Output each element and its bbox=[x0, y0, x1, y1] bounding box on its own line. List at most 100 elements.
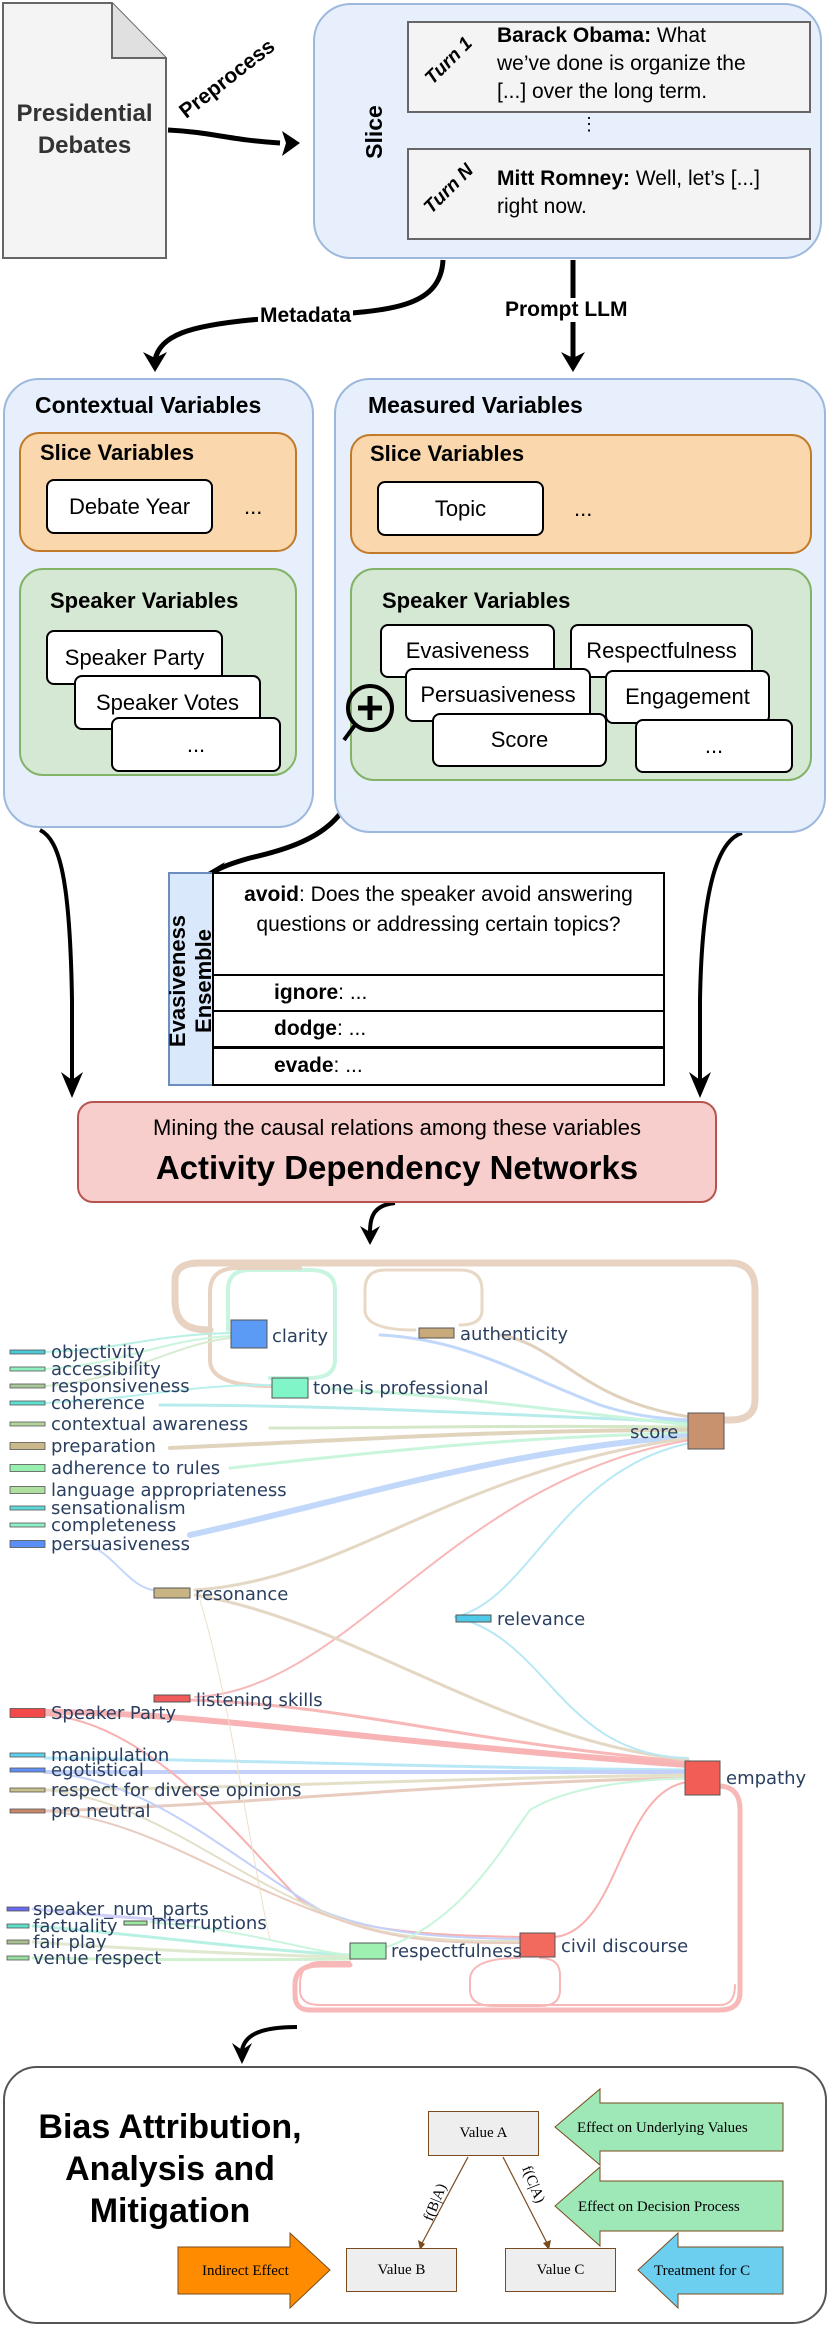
prompt-text: : Does the speaker avoid answering quest… bbox=[256, 883, 633, 936]
bias-title-line: Analysis and bbox=[65, 2150, 275, 2188]
arrow-effect-decision-process bbox=[554, 2165, 784, 2248]
network-edge bbox=[194, 1439, 691, 1698]
network-edge bbox=[44, 1332, 231, 1353]
node-clarity[interactable] bbox=[230, 1319, 268, 1349]
network-edge bbox=[226, 1268, 337, 1380]
legend-label: coherence bbox=[51, 1393, 145, 1414]
network-edge bbox=[44, 1810, 521, 1944]
adn-to-network-arrow bbox=[368, 1201, 396, 1233]
node-label: interruptions bbox=[151, 1913, 267, 1934]
variable-chip-more[interactable]: ... bbox=[635, 719, 793, 773]
network-edge bbox=[228, 1431, 692, 1470]
legend-swatch bbox=[6, 1955, 30, 1961]
legend-swatch bbox=[9, 1752, 46, 1758]
turn-text-line: right now. bbox=[497, 195, 587, 218]
network-edge bbox=[498, 1333, 692, 1419]
prompt-key: dodge bbox=[274, 1017, 337, 1040]
network-edge bbox=[31, 1907, 197, 1923]
turn-text-line: Well, let’s [...] bbox=[630, 167, 760, 190]
doc-label-line2: Debates bbox=[37, 132, 132, 159]
network-edge bbox=[328, 1387, 692, 1427]
variable-chip-more[interactable]: ... bbox=[111, 717, 281, 772]
variable-chip-debate-year[interactable]: Debate Year bbox=[46, 479, 213, 534]
node-respectfulness[interactable] bbox=[349, 1942, 387, 1960]
network-edge bbox=[44, 1337, 231, 1387]
contextual-slice-variables-title: Slice Variables bbox=[40, 440, 195, 465]
network-edge bbox=[208, 1266, 302, 1388]
node-tone-is-professional[interactable] bbox=[271, 1377, 309, 1399]
network-edge bbox=[44, 1771, 521, 1940]
network-edge bbox=[31, 1924, 352, 1957]
node-interruptions[interactable] bbox=[123, 1920, 148, 1926]
network-edge bbox=[469, 1957, 561, 2007]
network-edge bbox=[454, 1442, 691, 1618]
bias-title: Bias Attribution, Analysis and Mitigatio… bbox=[20, 2106, 320, 2232]
legend-label: factuality bbox=[33, 1916, 118, 1937]
legend-label: responsiveness bbox=[51, 1376, 190, 1397]
arrow-treatment-for-c bbox=[637, 2231, 784, 2310]
network-edge bbox=[171, 1259, 759, 1424]
node-authenticity[interactable] bbox=[418, 1327, 455, 1339]
legend-swatch bbox=[9, 1505, 46, 1511]
network-edge bbox=[454, 1616, 689, 1759]
zoom-in-icon[interactable] bbox=[338, 678, 398, 748]
more-slice-vars: ... bbox=[244, 494, 263, 519]
node-score[interactable] bbox=[687, 1412, 725, 1450]
ensemble-row-avoid: avoid: Does the speaker avoid answering … bbox=[212, 872, 665, 976]
variable-chip-score[interactable]: Score bbox=[432, 713, 607, 767]
arrow-label-indirect: Indirect Effect bbox=[202, 2263, 290, 2279]
adn-box: Mining the causal relations among these … bbox=[77, 1101, 717, 1203]
legend-swatch bbox=[9, 1442, 46, 1450]
value-a-box: Value A bbox=[428, 2111, 539, 2156]
measured-slice-variables-title: Slice Variables bbox=[370, 441, 525, 466]
node-label: respectfulness bbox=[391, 1941, 522, 1962]
network-edge bbox=[43, 1773, 690, 1792]
network-edge bbox=[199, 1599, 271, 1941]
network-edge bbox=[31, 1956, 352, 1962]
legend-swatch bbox=[9, 1522, 46, 1528]
prompt-text: : ... bbox=[338, 981, 368, 1004]
turn-1-box bbox=[407, 21, 811, 113]
measured-speaker-variables-title: Speaker Variables bbox=[382, 588, 571, 613]
legend-swatch bbox=[9, 1767, 46, 1773]
metadata-label: Metadata bbox=[258, 304, 354, 328]
network-edge bbox=[31, 1940, 352, 1959]
network-edge bbox=[44, 1789, 521, 1942]
network-edge bbox=[44, 1335, 231, 1370]
node-label: clarity bbox=[272, 1326, 328, 1347]
node-civil-discourse[interactable] bbox=[519, 1932, 556, 1958]
node-label: empathy bbox=[726, 1768, 807, 1789]
node-label: score bbox=[630, 1422, 678, 1443]
variable-chip-respectfulness[interactable]: Respectfulness bbox=[570, 624, 753, 678]
prompt-key: evade bbox=[274, 1054, 334, 1077]
legend-swatch bbox=[9, 1366, 46, 1372]
network-edge bbox=[42, 1709, 691, 1768]
legend-swatch bbox=[9, 1400, 46, 1406]
node-resonance[interactable] bbox=[153, 1587, 191, 1599]
prompt-text: : ... bbox=[337, 1017, 367, 1040]
contextual-variables-title: Contextual Variables bbox=[35, 392, 262, 418]
bias-title-line: Bias Attribution, bbox=[38, 2108, 302, 2146]
node-listening-skills[interactable] bbox=[153, 1694, 191, 1703]
network-edge bbox=[378, 1333, 692, 1422]
node-label: listening skills bbox=[196, 1690, 323, 1711]
adn-title: Activity Dependency Networks bbox=[155, 1149, 639, 1186]
more-slice-vars: ... bbox=[574, 496, 593, 521]
turn-text-line: [...] over the long term. bbox=[497, 80, 708, 103]
document-icon bbox=[2, 2, 167, 259]
legend-swatch bbox=[9, 1708, 46, 1718]
node-label: authenticity bbox=[460, 1324, 568, 1345]
contextual-to-adn-arrow bbox=[38, 828, 74, 1080]
legend-label: speaker_num_parts bbox=[33, 1899, 209, 1920]
legend-swatch bbox=[9, 1464, 46, 1472]
node-relevance[interactable] bbox=[455, 1614, 492, 1623]
edge-a-to-b bbox=[419, 2156, 469, 2248]
legend-label: adherence to rules bbox=[51, 1458, 220, 1479]
arrow-indirect-effect bbox=[177, 2231, 331, 2310]
node-label: relevance bbox=[497, 1609, 585, 1630]
node-empathy[interactable] bbox=[684, 1760, 721, 1796]
network-edge bbox=[168, 1428, 692, 1450]
network-edge bbox=[554, 1781, 689, 1938]
variable-chip-topic[interactable]: Topic bbox=[377, 481, 544, 536]
